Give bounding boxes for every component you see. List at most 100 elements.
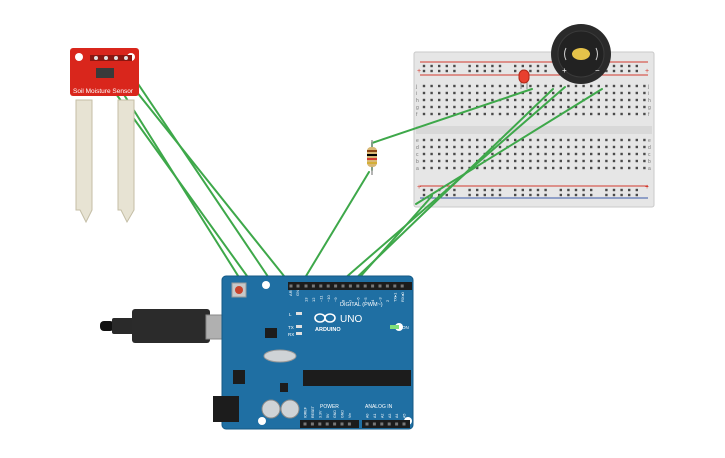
breadboard-hole[interactable] [559,105,562,109]
analog-pin[interactable] [402,422,406,426]
breadboard-hole[interactable] [506,91,509,95]
rail-hole[interactable] [529,64,532,68]
rail-hole[interactable] [491,69,494,73]
breadboard-hole[interactable] [483,98,486,102]
breadboard-hole[interactable] [643,98,646,102]
breadboard-hole[interactable] [552,91,555,95]
breadboard-hole[interactable] [582,159,585,163]
breadboard-hole[interactable] [529,166,532,170]
breadboard-hole[interactable] [643,152,646,156]
breadboard-hole[interactable] [590,112,593,116]
breadboard-hole[interactable] [438,145,441,149]
breadboard-hole[interactable] [430,166,433,170]
breadboard-hole[interactable] [635,152,638,156]
digital-header[interactable] [289,284,404,288]
rail-hole[interactable] [620,188,623,192]
breadboard-hole[interactable] [430,84,433,88]
breadboard-hole[interactable] [460,112,464,116]
breadboard-hole[interactable] [529,145,532,149]
breadboard-hole[interactable] [605,159,608,163]
digital-pin[interactable] [363,284,367,288]
rail-hole[interactable] [536,69,540,73]
rail-hole[interactable] [635,64,638,68]
breadboard-hole[interactable] [567,159,570,163]
breadboard-hole[interactable] [514,166,517,170]
breadboard-hole[interactable] [620,91,623,95]
breadboard-hole[interactable] [536,166,540,170]
breadboard-hole[interactable] [628,145,631,149]
breadboard-hole[interactable] [597,91,600,95]
rail-hole[interactable] [476,188,479,192]
breadboard-hole[interactable] [597,138,600,142]
breadboard-hole[interactable] [605,84,608,88]
breadboard-hole[interactable] [521,152,524,156]
breadboard-hole[interactable] [582,145,585,149]
rail-hole[interactable] [521,193,524,197]
digital-pin[interactable] [356,284,360,288]
wire-buzzer-minus[interactable] [415,88,603,205]
breadboard-hole[interactable] [620,166,623,170]
rail-hole[interactable] [468,193,471,197]
breadboard-hole[interactable] [529,112,532,116]
rail-hole[interactable] [498,193,502,197]
rail-hole[interactable] [453,188,456,192]
rail-hole[interactable] [605,69,608,73]
breadboard-hole[interactable] [582,152,585,156]
breadboard-hole[interactable] [422,145,426,149]
breadboard-hole[interactable] [544,98,547,102]
soil-moisture-sensor[interactable]: Soil Moisture Sensor [70,48,139,224]
rail-hole[interactable] [590,188,593,192]
rail-hole[interactable] [430,188,433,192]
breadboard-hole[interactable] [438,112,441,116]
breadboard-hole[interactable] [438,98,441,102]
rail-hole[interactable] [635,69,638,73]
breadboard-hole[interactable] [628,84,631,88]
breadboard-hole[interactable] [422,98,426,102]
breadboard-hole[interactable] [514,105,517,109]
breadboard-hole[interactable] [612,166,616,170]
rail-hole[interactable] [574,188,578,192]
digital-pin[interactable] [311,284,315,288]
breadboard-hole[interactable] [506,159,509,163]
breadboard-hole[interactable] [620,112,623,116]
rail-hole[interactable] [582,193,585,197]
breadboard-hole[interactable] [544,91,547,95]
rail-hole[interactable] [422,188,426,192]
digital-pin[interactable] [378,284,382,288]
breadboard-hole[interactable] [628,152,631,156]
breadboard-hole[interactable] [582,166,585,170]
rail-hole[interactable] [582,188,585,192]
breadboard-hole[interactable] [476,91,479,95]
breadboard-hole[interactable] [536,159,540,163]
rail-hole[interactable] [529,193,532,197]
breadboard-hole[interactable] [430,98,433,102]
breadboard-hole[interactable] [491,159,494,163]
wire-rail-arduino[interactable] [351,195,433,287]
breadboard-hole[interactable] [620,105,623,109]
breadboard-hole[interactable] [605,105,608,109]
breadboard-hole[interactable] [567,98,570,102]
breadboard-hole[interactable] [612,112,616,116]
breadboard-hole[interactable] [483,91,486,95]
breadboard-hole[interactable] [574,138,578,142]
power-pin[interactable] [340,422,344,426]
breadboard-hole[interactable] [612,138,616,142]
rail-hole[interactable] [498,64,502,68]
breadboard-hole[interactable] [445,91,448,95]
breadboard-hole[interactable] [445,112,448,116]
digital-pin[interactable] [385,284,389,288]
rail-hole[interactable] [590,193,593,197]
rail-hole[interactable] [445,64,448,68]
breadboard-hole[interactable] [514,112,517,116]
rail-hole[interactable] [422,69,426,73]
digital-pin[interactable] [341,284,345,288]
breadboard-hole[interactable] [514,91,517,95]
breadboard-hole[interactable] [605,152,608,156]
rail-hole[interactable] [476,69,479,73]
breadboard-hole[interactable] [567,105,570,109]
breadboard-hole[interactable] [438,166,441,170]
breadboard-hole[interactable] [476,152,479,156]
breadboard-hole[interactable] [552,138,555,142]
breadboard-hole[interactable] [582,138,585,142]
rail-hole[interactable] [514,193,517,197]
